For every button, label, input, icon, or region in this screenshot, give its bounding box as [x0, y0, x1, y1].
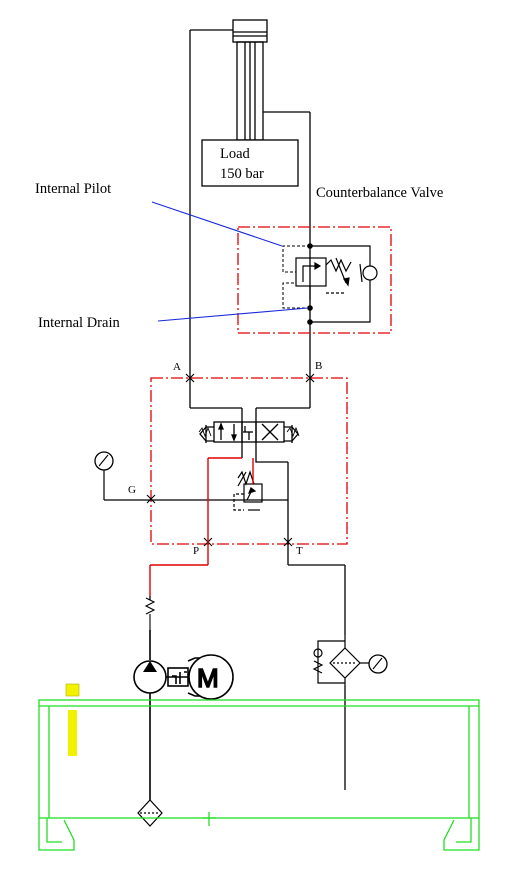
suction-strainer: [137, 799, 163, 827]
pump-arrow-icon: [143, 661, 157, 672]
counterbalance-boundary: [237, 226, 392, 334]
pump-motor-unit: M: [133, 630, 234, 800]
reservoir-tank: [38, 699, 480, 851]
port-a-label: A: [173, 361, 181, 373]
main-lines: [189, 30, 311, 422]
level-indicator: [65, 683, 80, 756]
pressure-gauge-g: [94, 451, 114, 471]
return-lines: [149, 462, 346, 790]
port-b-label: B: [315, 360, 322, 372]
electric-motor: [188, 654, 234, 700]
internal-drain-label: Internal Drain: [38, 315, 120, 331]
internal-drain-leader: [157, 307, 309, 322]
motor-label: M: [197, 663, 219, 693]
load-pressure-label: 150 bar: [220, 166, 264, 182]
port-markers: [146, 373, 315, 547]
port-t-label: T: [296, 545, 303, 557]
port-g-label: G: [128, 484, 136, 496]
pressure-lines: [149, 457, 254, 596]
leader-labels: Internal Pilot Internal Drain: [35, 181, 309, 331]
load-label: Load: [220, 146, 251, 162]
port-p-label: P: [193, 545, 199, 557]
return-filter-assembly: [312, 635, 369, 685]
pressure-gauge-filter: [368, 654, 388, 674]
counterbalance-valve-label: Counterbalance Valve: [316, 185, 443, 201]
hydraulic-cylinder: [190, 19, 310, 141]
check-valve: [144, 597, 156, 630]
counterbalance-valve: Counterbalance Valve: [237, 185, 443, 334]
internal-pilot-leader: [151, 201, 283, 247]
manifold-boundary: [150, 377, 348, 545]
manifold-block: A B G P T: [128, 360, 348, 557]
directional-control-valve: [198, 421, 300, 463]
load-block: Load 150 bar: [201, 139, 299, 187]
internal-pilot-label: Internal Pilot: [35, 181, 111, 197]
